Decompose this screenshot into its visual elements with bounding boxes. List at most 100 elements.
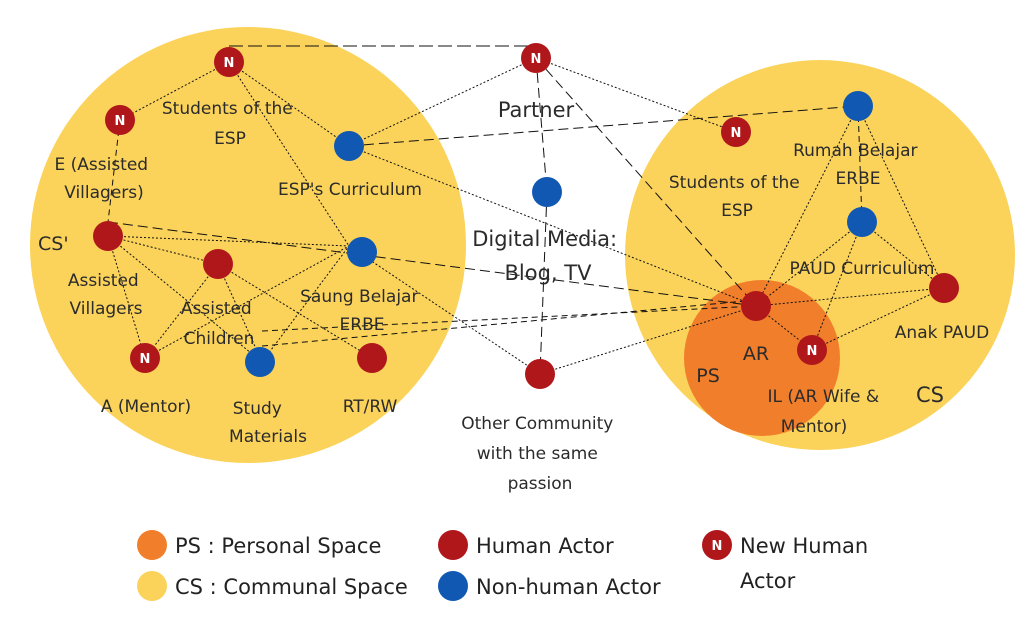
legend-label: CS : Communal Space — [175, 575, 408, 599]
link-dotted — [144, 245, 350, 359]
n-marker: N — [224, 56, 235, 71]
n-marker: N — [140, 352, 151, 367]
new-human-actor-icon — [105, 105, 135, 135]
link-dotted — [348, 145, 757, 307]
label-saung-belajar: Saung Belajar ERBE — [300, 287, 424, 335]
link-dotted — [755, 287, 945, 307]
link-dotted — [228, 61, 350, 247]
link-dotted — [107, 235, 146, 359]
non-human-actor-rumah-belajar — [843, 91, 873, 121]
link-dotted — [107, 235, 263, 363]
human-actor-other-community — [525, 359, 555, 389]
link-dashed — [539, 191, 548, 375]
label-assisted-children: Assisted Children — [181, 299, 257, 349]
legend-label: PS : Personal Space — [175, 534, 381, 558]
legend-item-human-actor: Human Actor — [438, 530, 614, 560]
link-dotted — [861, 221, 945, 289]
new-human-actor-icon — [797, 335, 827, 365]
label-e-assisted: E (Assisted Villagers) — [54, 155, 153, 203]
node-new-human-students-left: N — [214, 47, 244, 77]
link-dashed — [348, 105, 859, 147]
link-dotted — [217, 263, 263, 363]
non-human-actor-saung-belajar — [347, 237, 377, 267]
human-actor-assisted-children — [203, 249, 233, 279]
link-dotted — [535, 57, 737, 133]
non-human-actor-swatch-icon — [438, 571, 468, 601]
label-rt-rw: RT/RW — [343, 397, 398, 417]
link-dashed — [261, 305, 757, 332]
label-digital-media: Digital Media: Blog, TV — [472, 227, 624, 285]
label-a-mentor: A (Mentor) — [101, 397, 191, 417]
legend-label: New Human Actor — [740, 534, 875, 593]
label-esp-curriculum: ESP's Curriculum — [278, 180, 422, 200]
label-other-community: Other Community with the same passion — [461, 414, 618, 494]
label-il: IL (AR Wife & Mentor) — [767, 387, 884, 437]
non-human-actor-digital-media — [532, 177, 562, 207]
communal-space-left — [30, 27, 466, 463]
n-marker: N — [807, 344, 818, 359]
zone-tag-right: CS — [916, 383, 944, 407]
new-human-actor-swatch-icon — [702, 530, 732, 560]
label-study-materials: Study Materials — [229, 399, 307, 447]
legend-item-personal-space: PS : Personal Space — [137, 530, 381, 560]
label-rumah-belajar: Rumah Belajar ERBE — [793, 141, 923, 189]
node-new-human-partner: N — [521, 43, 551, 73]
label-assisted-villagers: Assisted Villagers — [68, 271, 144, 319]
legend-label: Non-human Actor — [476, 575, 661, 599]
non-human-actor-paud-curriculum — [847, 207, 877, 237]
personal-space — [684, 280, 840, 436]
human-actor-anak-paud — [929, 273, 959, 303]
label-ar: AR — [743, 343, 769, 365]
link-dotted — [107, 235, 219, 265]
human-actor-ar — [741, 291, 771, 321]
new-human-actor-icon — [130, 343, 160, 373]
legend-item-new-human-actor: N New Human Actor — [702, 530, 875, 593]
legend-item-communal-space: CS : Communal Space — [137, 571, 408, 601]
legend-label: Human Actor — [476, 534, 614, 558]
link-dotted — [348, 57, 537, 147]
link-dashed — [535, 57, 757, 307]
node-new-human-e-assisted: N — [105, 105, 135, 135]
n-marker: N — [712, 539, 723, 554]
new-human-actor-icon — [721, 117, 751, 147]
new-human-actor-icon — [521, 43, 551, 73]
label-partner: Partner — [498, 98, 575, 122]
personal-space-swatch-icon — [137, 530, 167, 560]
link-dotted — [228, 61, 350, 147]
link-dotted — [261, 245, 350, 363]
legend: PS : Personal Space CS : Communal Space … — [137, 530, 875, 601]
label-paud-curriculum: PAUD Curriculum — [790, 259, 935, 279]
link-dotted — [107, 235, 350, 247]
human-actor-swatch-icon — [438, 530, 468, 560]
legend-item-non-human-actor: Non-human Actor — [438, 571, 661, 601]
link-dashed — [535, 57, 548, 193]
link-dashed — [107, 221, 757, 307]
n-marker: N — [731, 126, 742, 141]
human-actor-assisted-villagers — [93, 221, 123, 251]
link-dotted — [811, 221, 863, 351]
node-new-human-students-right: N — [721, 117, 751, 147]
n-marker: N — [531, 52, 542, 67]
node-new-human-il: N — [797, 335, 827, 365]
link-dashed — [107, 119, 121, 223]
nodes: N N N N N N — [93, 43, 959, 389]
connections — [107, 45, 945, 375]
non-human-actor-esp-curriculum — [334, 131, 364, 161]
link-dashed — [261, 299, 757, 347]
communal-space-swatch-icon — [137, 571, 167, 601]
link-dotted — [755, 221, 863, 307]
link-dotted — [119, 61, 230, 121]
new-human-actor-icon — [214, 47, 244, 77]
label-students-right: Students of the ESP — [669, 173, 805, 221]
link-dotted — [755, 105, 859, 307]
node-labels: Students of the ESP E (Assisted Villager… — [38, 98, 989, 494]
link-dotted — [857, 105, 945, 289]
human-actor-rt-rw — [357, 343, 387, 373]
link-dotted — [539, 305, 757, 375]
link-dotted — [811, 287, 945, 351]
label-students-left: Students of the ESP — [162, 99, 298, 149]
zone-tag-left: CS' — [38, 233, 69, 255]
node-new-human-a-mentor: N — [130, 343, 160, 373]
non-human-actor-study-materials — [245, 347, 275, 377]
